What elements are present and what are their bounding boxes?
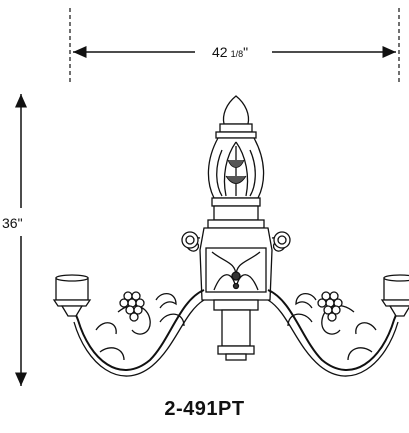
height-label: 36" (2, 215, 23, 231)
grape-cluster-right (317, 291, 343, 322)
chandelier-body (52, 95, 409, 377)
left-arm (69, 289, 205, 372)
finial (222, 95, 250, 125)
finial-collar (219, 123, 253, 133)
model-number: 2-491PT (164, 398, 245, 420)
scroll-left (181, 231, 199, 249)
right-arm (267, 289, 403, 372)
grape-cluster-left (119, 291, 145, 322)
scroll-right (273, 231, 291, 249)
height-dimension: 36" (2, 94, 27, 386)
